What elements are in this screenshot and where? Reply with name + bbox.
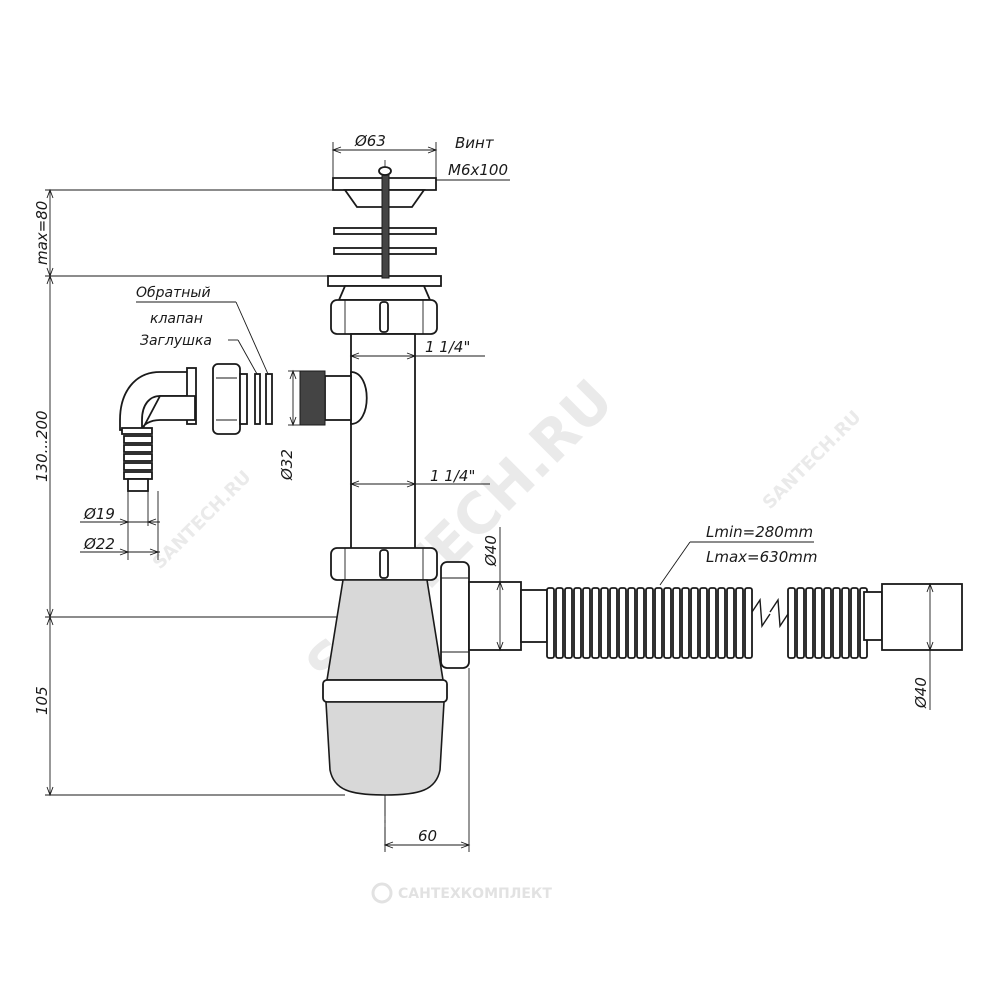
elbow-connector: Ø19 Ø22 xyxy=(80,367,197,560)
length-labels: Lmin=280mm Lmax=630mm xyxy=(659,523,817,586)
hose-rib xyxy=(663,587,672,659)
dim-hose-inner: Ø19 xyxy=(83,505,115,523)
hose-rib xyxy=(681,587,690,659)
strainer-assembly xyxy=(327,166,442,287)
strainer-dimension: Ø63 Винт M6x100 xyxy=(331,132,510,190)
offset-dimension: 60 xyxy=(383,668,471,852)
hose-rib xyxy=(690,587,699,659)
screw-icon xyxy=(381,171,390,279)
side-inlet: Ø32 xyxy=(278,369,368,481)
hose-rib xyxy=(546,587,555,659)
watermark-small-left: SANTECH.RU xyxy=(149,467,256,574)
hose-rib xyxy=(699,587,708,659)
flexible-hose: Ø40 xyxy=(520,582,963,710)
hose-rib xyxy=(841,587,850,659)
hose-rib xyxy=(591,587,600,659)
hose-rib xyxy=(814,587,823,659)
dim-height-range: 130...200 xyxy=(33,410,51,482)
plug-part xyxy=(265,373,273,425)
watermark-small-right: SANTECH.RU xyxy=(759,407,866,514)
hose-rib xyxy=(555,587,564,659)
hose-rib xyxy=(645,587,654,659)
hose-rib xyxy=(735,587,744,659)
hose-rib xyxy=(618,587,627,659)
check-valve-part xyxy=(254,373,261,425)
hose-rib xyxy=(654,587,663,659)
dim-base-height: 105 xyxy=(33,686,51,715)
hose-rib xyxy=(823,587,832,659)
label-check-valve-line2: клапан xyxy=(150,311,203,327)
hose-rib xyxy=(609,587,618,659)
hose-rib xyxy=(708,587,717,659)
hose-rib xyxy=(805,587,814,659)
hose-rib xyxy=(726,587,735,659)
hose-rib xyxy=(796,587,805,659)
label-check-valve-line1: Обратный xyxy=(136,285,211,301)
dim-length-max: Lmax=630mm xyxy=(706,548,817,566)
dim-max-height: max=80 xyxy=(33,201,51,265)
bottle-trap xyxy=(322,579,448,796)
upper-pipe xyxy=(330,285,438,553)
label-plug: Заглушка xyxy=(140,333,212,349)
hose-rib xyxy=(600,587,609,659)
hose-rib xyxy=(787,587,796,659)
hose-rib xyxy=(672,587,681,659)
screw-label-line1: Винт xyxy=(455,134,495,152)
dim-thread-lower: 1 1/4" xyxy=(430,467,475,485)
exploded-parts: Обратный клапан Заглушка xyxy=(136,285,273,435)
side-thread xyxy=(299,370,326,426)
hose-rib xyxy=(850,587,859,659)
hose-rib xyxy=(573,587,582,659)
lower-nut xyxy=(330,547,438,581)
footer-logo: САНТЕХКОМПЛЕКТ xyxy=(371,882,552,904)
dim-offset: 60 xyxy=(418,827,437,845)
hose-rib xyxy=(832,587,841,659)
hose-rib xyxy=(636,587,645,659)
hose-corrugation-right xyxy=(787,587,868,659)
dim-hose-outer: Ø22 xyxy=(83,535,115,553)
hose-corrugation-left xyxy=(546,587,753,659)
screw-label-line2: M6x100 xyxy=(448,161,508,179)
hose-rib xyxy=(744,587,753,659)
left-dimension-line: max=80 130...200 105 xyxy=(33,188,345,797)
dim-strainer-diameter: Ø63 xyxy=(354,132,386,150)
dim-length-min: Lmin=280mm xyxy=(706,523,813,541)
dim-side-diameter: Ø32 xyxy=(278,449,296,481)
dim-outlet-diameter: Ø40 xyxy=(482,535,500,567)
footer-logo-text: САНТЕХКОМПЛЕКТ xyxy=(398,886,552,902)
hose-barb xyxy=(121,427,153,492)
hose-rib xyxy=(582,587,591,659)
hose-rib xyxy=(717,587,726,659)
dim-pipe-end-diameter: Ø40 xyxy=(912,677,930,709)
dim-thread-upper: 1 1/4" xyxy=(425,338,470,356)
hose-rib xyxy=(627,587,636,659)
thread-dimensions: 1 1/4" 1 1/4" xyxy=(349,338,490,488)
hose-rib xyxy=(564,587,573,659)
